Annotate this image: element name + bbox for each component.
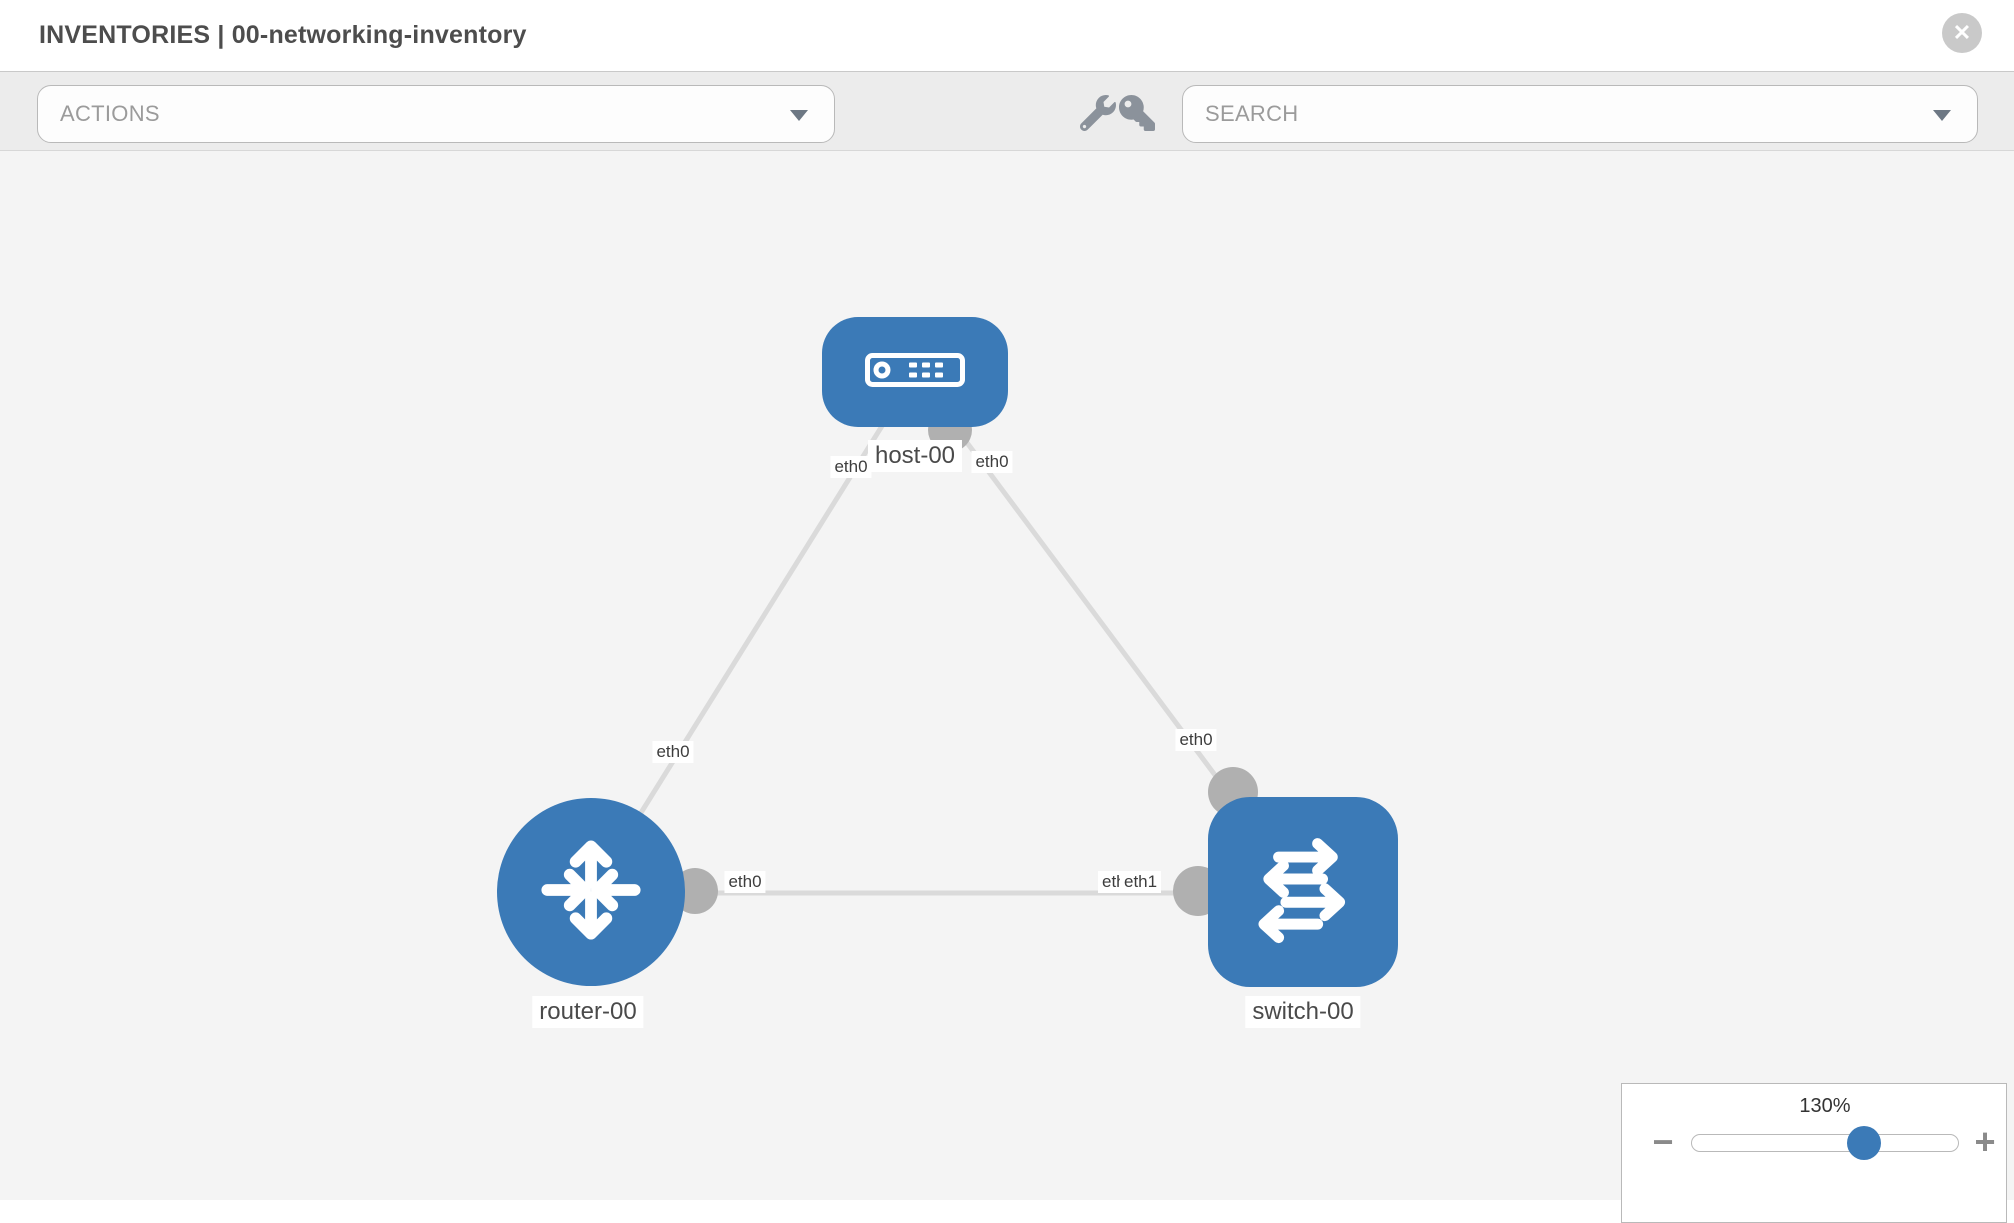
interface-label: eth0 <box>652 741 694 763</box>
node-label-host: host-00 <box>867 440 963 472</box>
actions-dropdown[interactable]: ACTIONS <box>37 85 835 143</box>
zoom-in-button[interactable]: + <box>1965 1122 2005 1162</box>
zoom-level-label: 130% <box>1799 1095 1851 1117</box>
close-button[interactable]: ✕ <box>1942 13 1982 53</box>
interface-label: eth0 <box>1175 729 1217 751</box>
plus-icon: + <box>1974 1121 1996 1162</box>
tools-button[interactable] <box>1078 93 1118 137</box>
node-label-router: router-00 <box>532 996 644 1028</box>
switch-icon <box>1242 829 1364 956</box>
node-label-switch: switch-00 <box>1245 996 1361 1028</box>
toolbar: ACTIONS SEARCH <box>0 72 2014 151</box>
interface-label: eth0 <box>724 871 766 893</box>
close-icon: ✕ <box>1952 20 1972 45</box>
host-icon <box>865 352 965 393</box>
key-icon <box>1119 94 1155 136</box>
header-bar: INVENTORIES | 00-networking-inventory ✕ <box>0 0 2014 72</box>
topology-canvas[interactable] <box>0 151 2014 1200</box>
credentials-button[interactable] <box>1117 93 1157 137</box>
interface-label: eth1 <box>1120 871 1162 893</box>
chevron-down-icon <box>790 110 808 121</box>
zoom-slider[interactable] <box>1691 1134 1959 1152</box>
search-dropdown-label: SEARCH <box>1205 101 1299 126</box>
node-host-00[interactable] <box>822 317 1008 427</box>
router-icon <box>532 831 650 954</box>
node-router-00[interactable] <box>497 798 685 986</box>
search-dropdown[interactable]: SEARCH <box>1182 85 1978 143</box>
actions-dropdown-label: ACTIONS <box>60 101 160 126</box>
node-switch-00[interactable] <box>1208 797 1398 987</box>
zoom-slider-handle[interactable] <box>1847 1126 1881 1160</box>
topology-links-layer <box>588 371 1306 916</box>
chevron-down-icon <box>1933 110 1951 121</box>
interface-label: eth0 <box>830 456 872 478</box>
interface-label: eth0 <box>971 451 1013 473</box>
zoom-out-button[interactable]: − <box>1643 1122 1683 1162</box>
page-title: INVENTORIES | 00-networking-inventory <box>39 21 527 49</box>
minus-icon: − <box>1652 1121 1674 1162</box>
wrench-icon <box>1079 94 1116 136</box>
zoom-control-panel: 130% − + <box>1621 1083 2007 1223</box>
